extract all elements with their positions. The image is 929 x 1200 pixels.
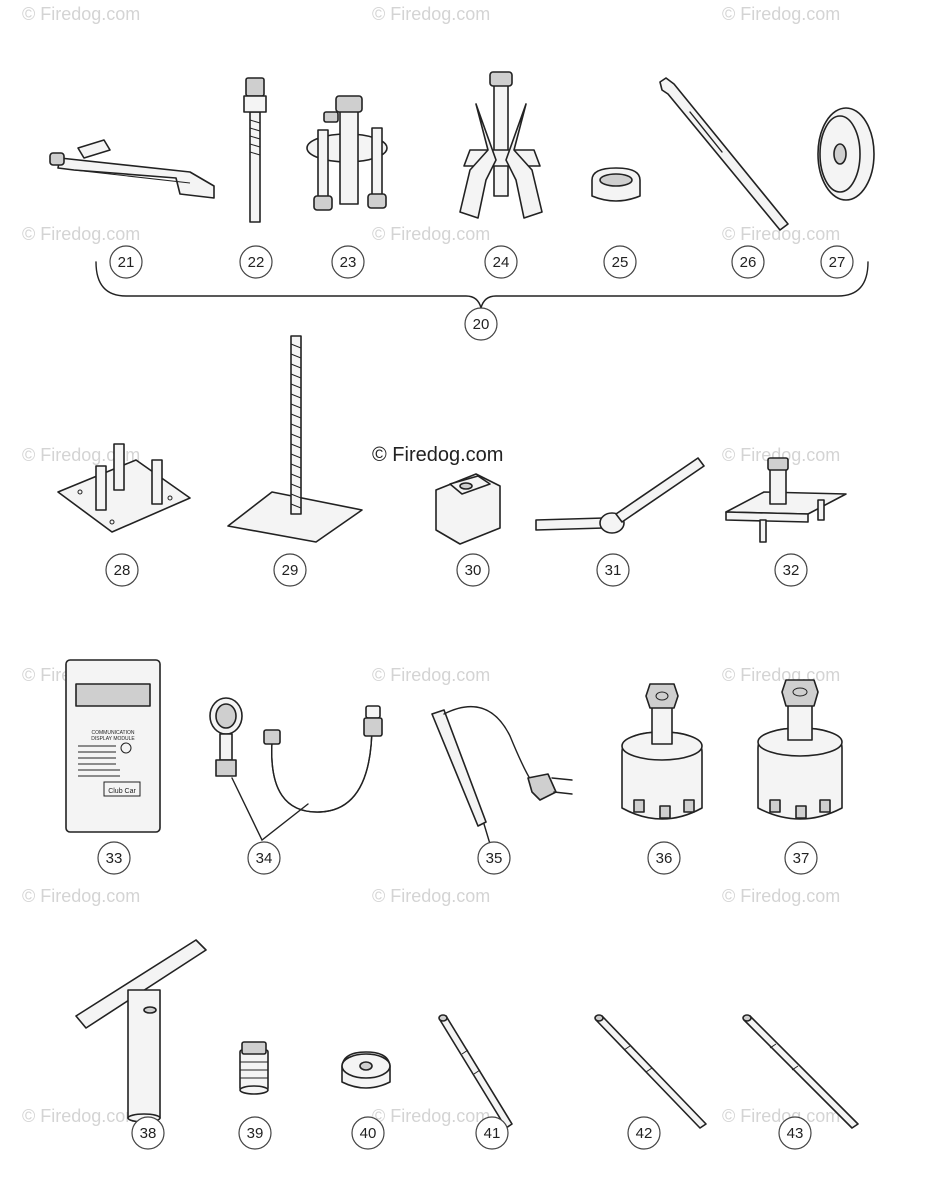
callout-35: 35 xyxy=(486,850,503,867)
part-21-drawing xyxy=(49,139,215,199)
callout-group-row1: 21 22 23 24 25 26 27 xyxy=(109,245,854,279)
callout-43: 43 xyxy=(787,1125,804,1142)
callout-21: 21 xyxy=(118,254,135,271)
watermark: © Firedog.com xyxy=(372,1106,490,1126)
callout-26: 26 xyxy=(740,254,757,271)
watermark: © Firedog.com xyxy=(372,224,490,244)
callout-22: 22 xyxy=(248,254,265,271)
module-brand: Club Car xyxy=(108,788,136,795)
part-40-drawing xyxy=(341,1051,391,1089)
callout-25: 25 xyxy=(612,254,629,271)
watermark: © Firedog.com xyxy=(722,224,840,244)
callout-group-row3: 33 34 35 36 37 xyxy=(97,841,818,875)
watermark: © Firedog.com xyxy=(722,665,840,685)
watermark: © Firedog.com xyxy=(22,445,140,465)
part-33-drawing: COMMUNICATION DISPLAY MODULE Club Car xyxy=(65,659,161,833)
part-42-drawing xyxy=(594,1014,707,1129)
watermark: © Firedog.com xyxy=(722,445,840,465)
part-24-drawing xyxy=(459,71,543,219)
watermark: © Firedog.com xyxy=(722,1106,840,1126)
callout-36: 36 xyxy=(656,850,673,867)
part-29-drawing xyxy=(227,335,363,543)
part-32-drawing xyxy=(725,457,847,543)
module-title-1: COMMUNICATION xyxy=(92,730,135,736)
module-title-2: DISPLAY MODULE xyxy=(91,736,135,742)
watermark: © Firedog.com xyxy=(22,4,140,24)
callout-34: 34 xyxy=(256,850,273,867)
callout-30: 30 xyxy=(465,562,482,579)
callout-23: 23 xyxy=(340,254,357,271)
callout-28: 28 xyxy=(114,562,131,579)
part-39-drawing xyxy=(239,1041,269,1095)
part-30-drawing xyxy=(435,473,501,545)
callout-41: 41 xyxy=(484,1125,501,1142)
callout-38: 38 xyxy=(140,1125,157,1142)
callout-42: 42 xyxy=(636,1125,653,1142)
part-28-drawing xyxy=(57,443,191,533)
part-23-drawing xyxy=(306,95,388,211)
part-26-drawing xyxy=(659,77,789,231)
callout-27: 27 xyxy=(829,254,846,271)
callout-20: 20 xyxy=(473,316,490,333)
watermark: © Firedog.com xyxy=(372,886,490,906)
watermark: © Firedog.com xyxy=(372,665,490,685)
center-watermark: © Firedog.com xyxy=(372,444,503,466)
callout-group-row2: 28 29 30 31 32 xyxy=(105,553,808,587)
part-22-drawing xyxy=(243,77,267,223)
callout-32: 32 xyxy=(783,562,800,579)
callout-40: 40 xyxy=(360,1125,377,1142)
part-34-drawing xyxy=(209,697,383,842)
part-38-drawing xyxy=(75,939,207,1123)
watermark: © Firedog.com xyxy=(22,224,140,244)
part-25-drawing xyxy=(591,167,641,202)
watermark: © Firedog.com xyxy=(722,886,840,906)
part-36-drawing xyxy=(621,683,703,820)
watermark: © Firedog.com xyxy=(22,886,140,906)
watermark: © Firedog.com xyxy=(22,1106,140,1126)
callout-group-row4: 38 39 40 41 42 43 xyxy=(131,1116,812,1150)
part-35-drawing xyxy=(431,706,573,845)
part-31-drawing xyxy=(535,457,705,534)
callout-29: 29 xyxy=(282,562,299,579)
callout-39: 39 xyxy=(247,1125,264,1142)
callout-37: 37 xyxy=(793,850,810,867)
part-27-drawing xyxy=(817,107,875,201)
callout-24: 24 xyxy=(493,254,510,271)
part-43-drawing xyxy=(742,1014,859,1129)
part-37-drawing xyxy=(757,679,843,820)
callout-33: 33 xyxy=(106,850,123,867)
part-41-drawing xyxy=(438,1014,513,1129)
watermark: © Firedog.com xyxy=(722,4,840,24)
callout-31: 31 xyxy=(605,562,622,579)
watermark: © Firedog.com xyxy=(372,4,490,24)
